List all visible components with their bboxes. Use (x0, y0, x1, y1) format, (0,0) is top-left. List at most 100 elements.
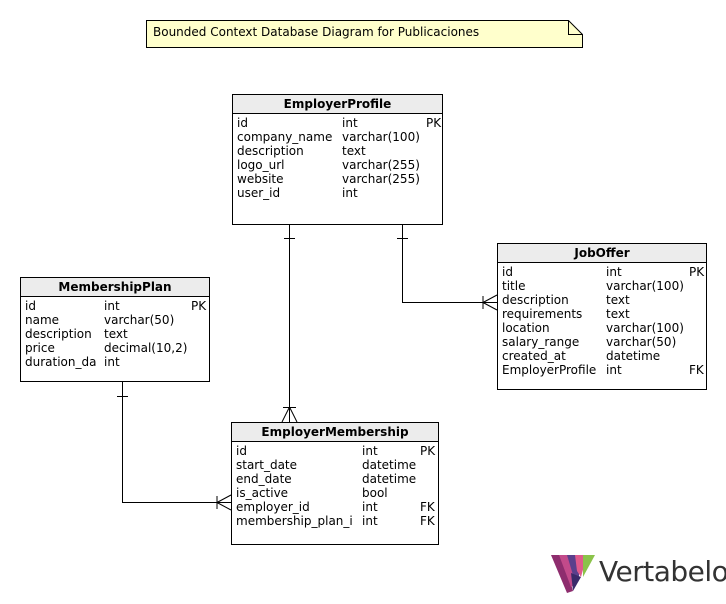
column-type: datetime (362, 472, 417, 486)
column-key: FK (689, 363, 704, 377)
column-row: membership_plan_i int FK (232, 514, 438, 528)
column-row: price decimal(10,2) (21, 341, 209, 355)
diagram-note: Bounded Context Database Diagram for Pub… (146, 20, 583, 48)
column-key: PK (420, 444, 436, 458)
column-row: is_active bool (232, 486, 438, 500)
column-name: price (25, 341, 55, 355)
column-type: int (342, 186, 358, 200)
column-row: id int PK (232, 444, 438, 458)
table-title: EmployerMembership (232, 423, 438, 442)
many-marker (216, 494, 232, 511)
rel-employerprofile-joboffer (402, 224, 497, 303)
column-row: name varchar(50) (21, 313, 209, 327)
column-row: start_date datetime (232, 458, 438, 472)
column-type: text (104, 327, 128, 341)
column-type: int (342, 116, 358, 130)
column-type: varchar(255) (342, 158, 420, 172)
column-row: EmployerProfile int FK (498, 363, 706, 377)
column-name: salary_range (502, 335, 580, 349)
column-name: created_at (502, 349, 566, 363)
column-row: website varchar(255) (233, 172, 442, 186)
column-key: FK (420, 500, 435, 514)
column-name: user_id (237, 186, 281, 200)
column-type: varchar(255) (342, 172, 420, 186)
table-title: EmployerProfile (233, 95, 442, 114)
column-name: is_active (236, 486, 289, 500)
column-row: logo_url varchar(255) (233, 158, 442, 172)
column-name: company_name (237, 130, 333, 144)
column-type: varchar(100) (606, 279, 684, 293)
column-name: start_date (236, 458, 298, 472)
many-marker (281, 406, 298, 423)
column-type: text (606, 293, 630, 307)
column-name: duration_da (25, 355, 97, 369)
table-title: MembershipPlan (21, 278, 209, 297)
column-row: location varchar(100) (498, 321, 706, 335)
column-key: FK (420, 514, 435, 528)
column-name: description (502, 293, 569, 307)
column-type: datetime (362, 458, 417, 472)
column-type: int (362, 514, 378, 528)
column-type: decimal(10,2) (104, 341, 188, 355)
column-name: description (25, 327, 92, 341)
column-row: requirements text (498, 307, 706, 321)
note-shape (146, 20, 583, 48)
vertabelo-logo-icon (551, 555, 595, 593)
column-row: company_name varchar(100) (233, 130, 442, 144)
column-type: int (362, 500, 378, 514)
column-row: created_at datetime (498, 349, 706, 363)
column-name: membership_plan_i (236, 514, 353, 528)
table-title: JobOffer (498, 244, 706, 263)
column-type: varchar(100) (606, 321, 684, 335)
column-name: website (237, 172, 284, 186)
column-row: duration_da int (21, 355, 209, 369)
column-row: title varchar(100) (498, 279, 706, 293)
column-type: varchar(50) (104, 313, 175, 327)
column-name: id (502, 265, 513, 279)
column-name: name (25, 313, 60, 327)
column-type: varchar(100) (342, 130, 420, 144)
column-key: PK (426, 116, 442, 130)
rel-membershipplan-employermembership (122, 382, 231, 503)
column-type: int (362, 444, 378, 458)
column-type: bool (362, 486, 388, 500)
column-name: requirements (502, 307, 583, 321)
column-row: description text (498, 293, 706, 307)
column-row: description text (233, 144, 442, 158)
column-row: user_id int (233, 186, 442, 200)
vertabelo-logo-text: Vertabelo (599, 555, 726, 588)
column-name: EmployerProfile (502, 363, 597, 377)
column-row: description text (21, 327, 209, 341)
many-marker (482, 294, 498, 311)
note-text: Bounded Context Database Diagram for Pub… (153, 25, 480, 39)
column-name: description (237, 144, 304, 158)
column-type: text (342, 144, 366, 158)
column-name: id (25, 299, 36, 313)
column-type: datetime (606, 349, 661, 363)
column-type: text (606, 307, 630, 321)
column-name: id (236, 444, 247, 458)
vertabelo-logo: Vertabelo (549, 553, 726, 595)
column-name: logo_url (237, 158, 285, 172)
column-type: int (606, 363, 622, 377)
column-type: int (104, 355, 120, 369)
column-name: location (502, 321, 550, 335)
column-row: salary_range varchar(50) (498, 335, 706, 349)
column-type: int (606, 265, 622, 279)
column-key: PK (191, 299, 207, 313)
column-type: varchar(50) (606, 335, 677, 349)
column-name: title (502, 279, 526, 293)
